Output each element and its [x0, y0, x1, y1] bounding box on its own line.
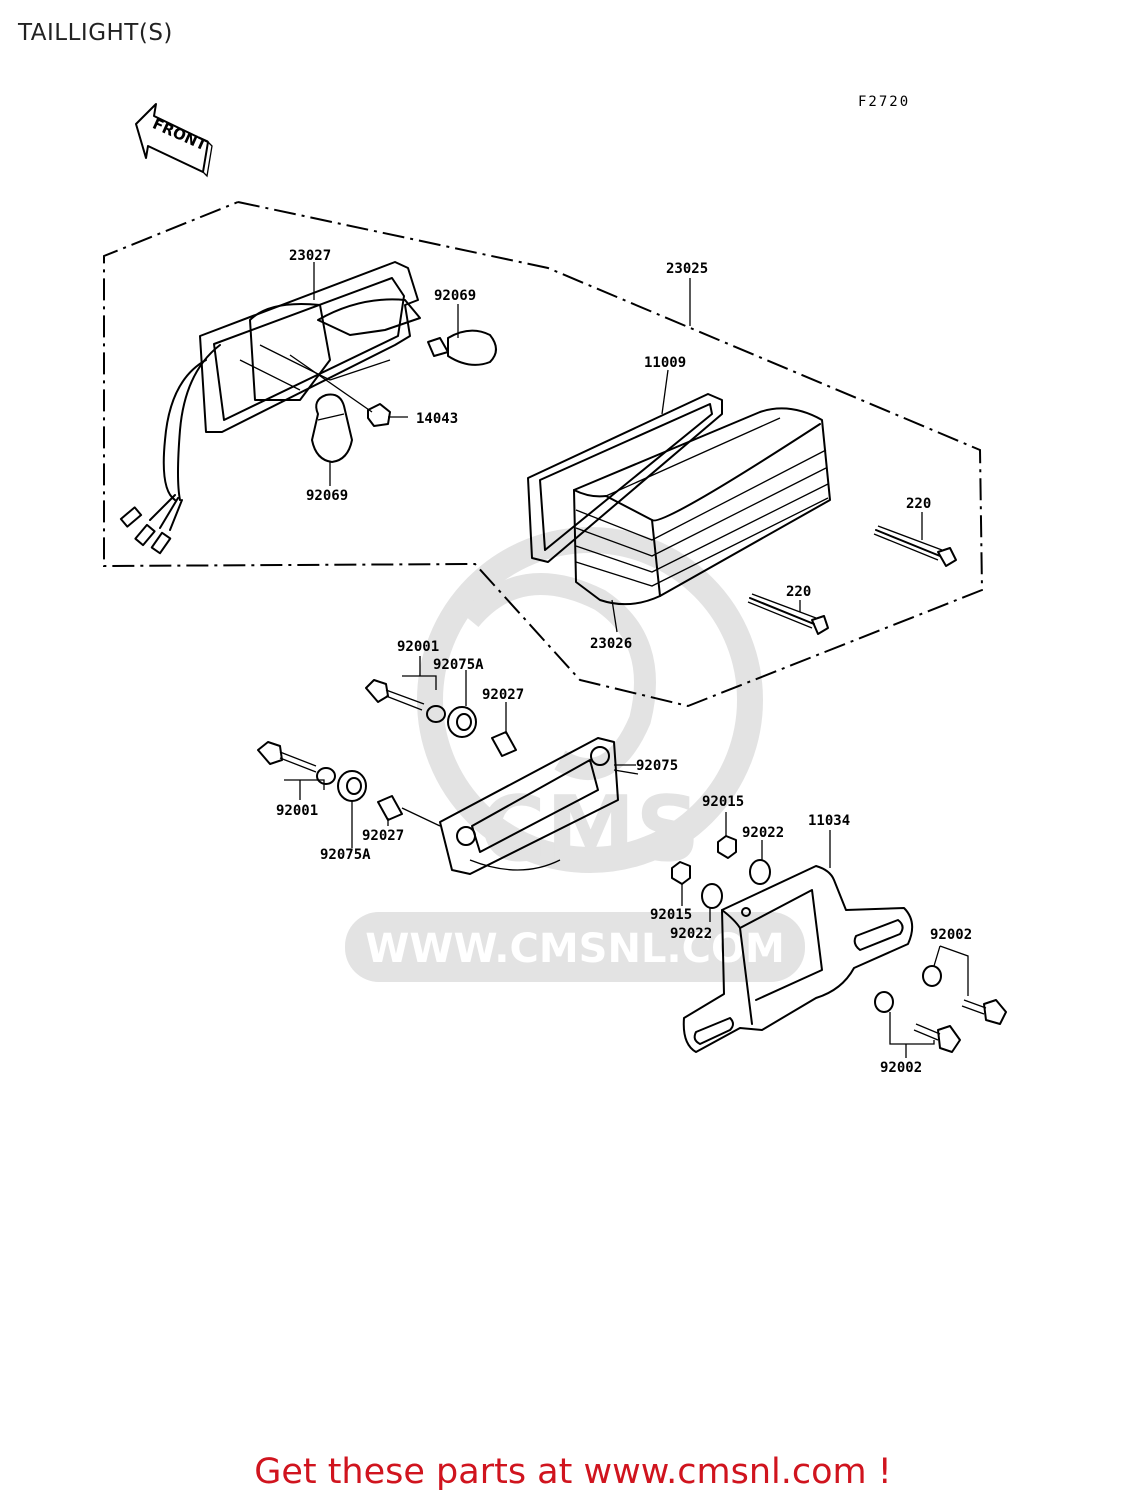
- collar-lower: [377, 795, 441, 827]
- label-220-lower: 220: [786, 584, 811, 600]
- bolt-set-lower: [257, 741, 336, 785]
- figure-code: F2720: [858, 94, 910, 110]
- front-arrow-icon: FRONT: [135, 103, 213, 178]
- label-92069-lower: 92069: [306, 488, 348, 504]
- label-23025: 23025: [666, 261, 708, 277]
- collar-upper: [491, 731, 517, 757]
- screw-lower: [747, 593, 829, 635]
- bracket: [682, 865, 914, 1053]
- label-92002-lower: 92002: [880, 1060, 922, 1076]
- grommet-lower: [337, 770, 367, 802]
- call-to-action-link[interactable]: Get these parts at www.cmsnl.com !: [254, 1452, 892, 1492]
- label-23027: 23027: [289, 248, 331, 264]
- leader-lines: [284, 262, 969, 1058]
- front-label: FRONT: [150, 115, 210, 155]
- label-92075: 92075: [636, 758, 678, 774]
- label-92027-lower: 92027: [362, 828, 404, 844]
- label-23026: 23026: [590, 636, 632, 652]
- nut-upper: [717, 835, 737, 859]
- socket-cap: [367, 403, 391, 427]
- label-14043: 14043: [416, 411, 458, 427]
- watermark: CMS WWW.CMSNL.COM: [345, 527, 805, 982]
- label-92075A-upper: 92075A: [433, 657, 484, 673]
- bolt-set-upper: [365, 679, 446, 723]
- label-92022-lower: 92022: [670, 926, 712, 942]
- label-92001-lower: 92001: [276, 803, 318, 819]
- label-92002-upper: 92002: [930, 927, 972, 943]
- label-92069-upper: 92069: [434, 288, 476, 304]
- label-92027-upper: 92027: [482, 687, 524, 703]
- part-labels: 23027 92069 92069 14043 23025 11009 2302…: [276, 248, 972, 1076]
- bracket-bolt-upper: [922, 965, 1007, 1025]
- label-11009: 11009: [644, 355, 686, 371]
- watermark-url: WWW.CMSNL.COM: [365, 926, 785, 972]
- bulb-lower: [311, 393, 353, 463]
- label-92015-lower: 92015: [650, 907, 692, 923]
- lens: [573, 407, 831, 606]
- label-92075A-lower: 92075A: [320, 847, 371, 863]
- label-92001-upper: 92001: [397, 639, 439, 655]
- lamp-housing: [119, 261, 421, 555]
- base-gasket: [439, 737, 639, 875]
- grommet-upper: [447, 706, 477, 738]
- watermark-logo: CMS: [480, 777, 700, 882]
- bulb-upper: [427, 329, 497, 366]
- gasket: [527, 393, 723, 563]
- label-92015-upper: 92015: [702, 794, 744, 810]
- washer-upper: [749, 859, 771, 885]
- nut-lower: [671, 861, 691, 885]
- screw-upper: [873, 525, 957, 567]
- label-92022-upper: 92022: [742, 825, 784, 841]
- page-title: TAILLIGHT(S): [18, 20, 173, 46]
- bracket-bolt-lower: [874, 991, 961, 1053]
- label-11034: 11034: [808, 813, 850, 829]
- assembly-boundary: [103, 201, 984, 708]
- label-220-upper: 220: [906, 496, 931, 512]
- washer-lower: [701, 883, 723, 909]
